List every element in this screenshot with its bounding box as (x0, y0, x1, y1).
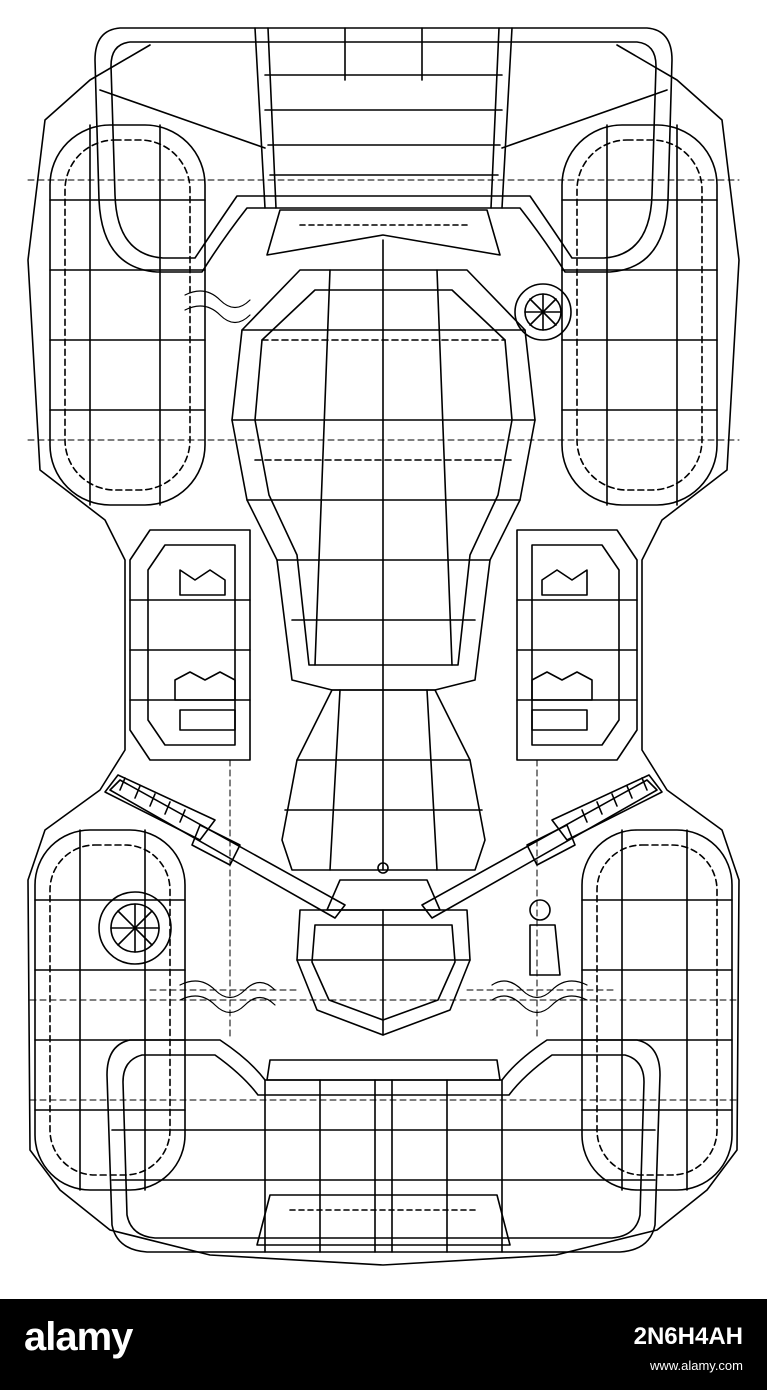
gear-cover (98, 891, 172, 965)
tail-light-area (266, 209, 501, 256)
brand-logo: alamy (24, 1315, 133, 1359)
suspension-spring-right (491, 980, 588, 1014)
fuel-cap (514, 283, 572, 341)
wireframe-drawing (27, 27, 740, 1266)
handlebar-left (104, 774, 346, 919)
site-url-label: www.alamy.com (650, 1358, 743, 1373)
footrest-left (129, 529, 251, 761)
footrest-right (516, 529, 638, 761)
front-cargo-rack (106, 1039, 661, 1253)
seat (231, 239, 536, 691)
frame-lines (27, 179, 740, 1101)
image-id-label: 2N6H4AH (633, 1323, 743, 1350)
fuel-tank (281, 689, 486, 874)
watermark-footer: alamy 2N6H4AH www.alamy.com (0, 1299, 767, 1390)
rear-wheel-right (561, 124, 718, 506)
front-wheel-left (34, 829, 186, 1191)
handlebar-right (421, 774, 663, 919)
suspension-spring-left (179, 980, 276, 1014)
front-bumper (256, 1194, 511, 1246)
body-outline (27, 44, 740, 1266)
rear-spring-left (184, 290, 251, 324)
throttle-knob (529, 899, 561, 976)
front-wheel-right (581, 829, 733, 1191)
rear-wheel-left (49, 124, 206, 506)
front-headlight-pod (296, 879, 471, 1036)
